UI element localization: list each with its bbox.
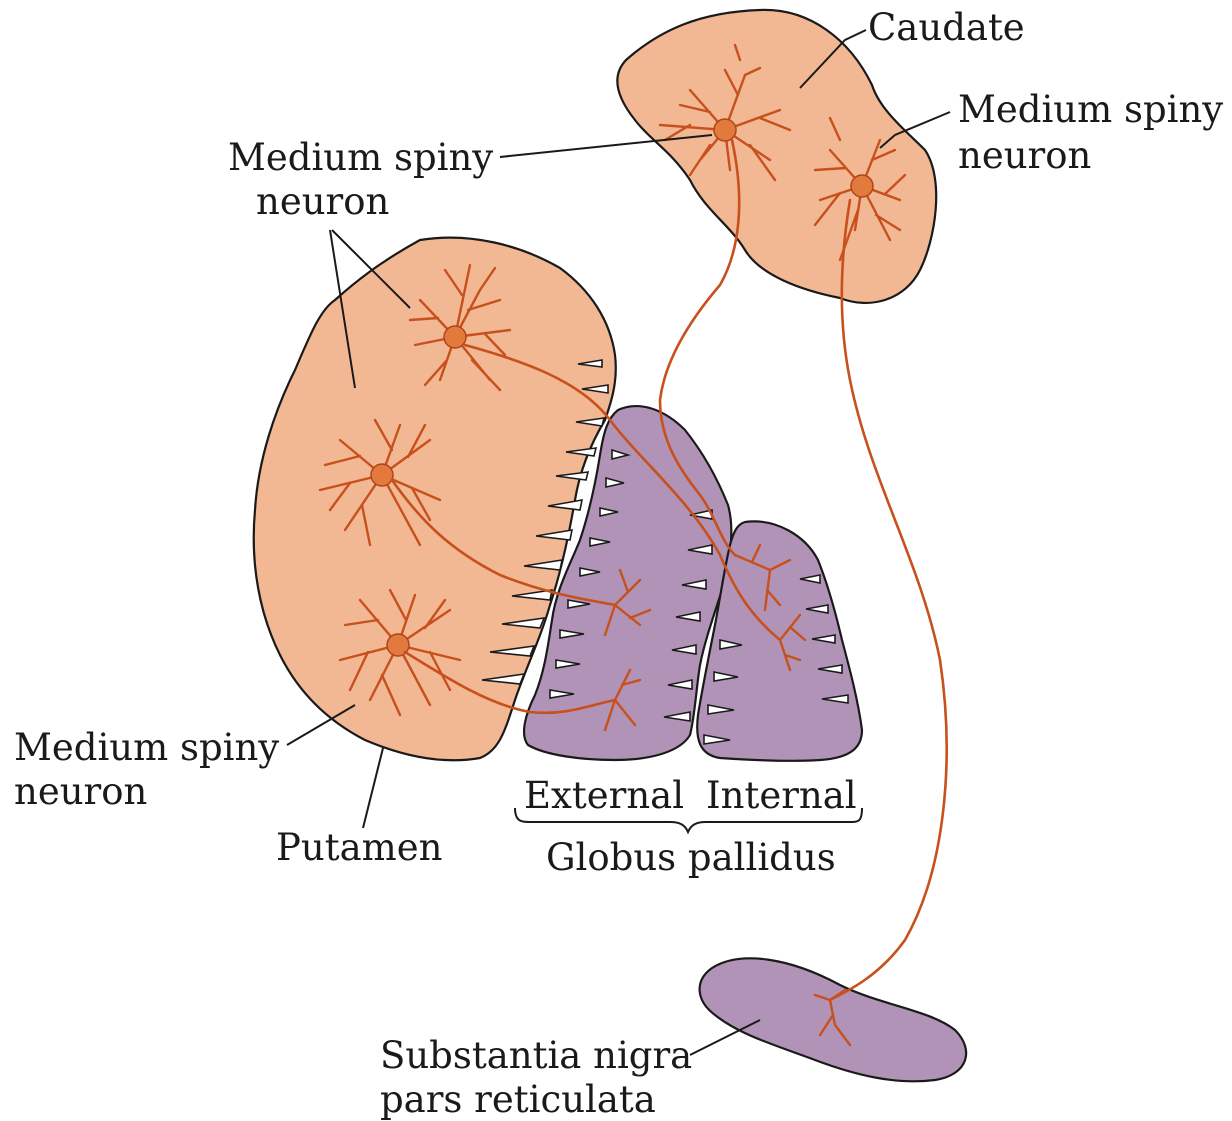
label-substantia-nigra-1: Substantia nigra [380,1034,692,1077]
label-caudate: Caudate [868,6,1025,49]
label-external: External [524,774,684,817]
label-globus-pallidus: Globus pallidus [546,836,836,879]
label-msn-top-2: neuron [256,180,389,223]
label-msn-bottom-1: Medium spiny [14,726,279,769]
label-substantia-nigra-2: pars reticulata [380,1078,656,1121]
leader-substantia [690,1020,760,1055]
caudate-region [617,10,936,303]
label-msn-top-1: Medium spiny [228,136,493,179]
label-putamen: Putamen [276,826,442,869]
label-msn-caudate-1: Medium spiny [958,88,1223,131]
label-msn-bottom-2: neuron [14,770,147,813]
leader-putamen [363,748,383,828]
label-internal: Internal [706,774,857,817]
label-msn-caudate-2: neuron [958,134,1091,177]
